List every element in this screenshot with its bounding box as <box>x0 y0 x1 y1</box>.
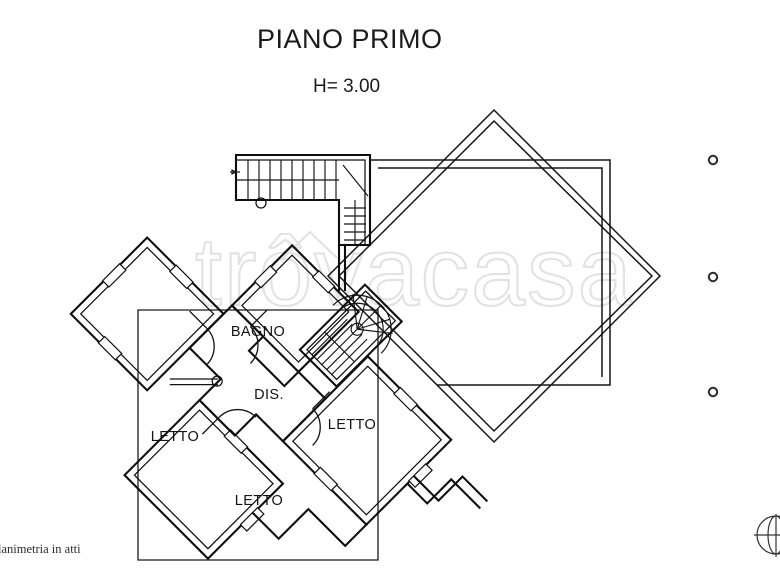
apartment-walls <box>69 236 489 561</box>
room-label-letto-right: LETTO <box>328 417 376 433</box>
north-compass-icon <box>754 514 780 557</box>
page-title: PIANO PRIMO <box>257 24 443 54</box>
room-letto-left-walls <box>69 236 226 392</box>
window <box>311 269 336 294</box>
room-disimpegno-walls <box>188 303 327 443</box>
room-label-disimpegno: DIS. <box>254 387 284 403</box>
window <box>313 466 339 492</box>
punch-holes <box>707 154 719 398</box>
window <box>97 335 123 361</box>
room-label-letto-bottom: LETTO <box>235 493 283 509</box>
punch-hole <box>707 271 719 283</box>
window <box>393 386 419 412</box>
door-corridor <box>169 375 223 387</box>
window <box>168 264 194 290</box>
footnote-planimetria: lanimetria in atti <box>0 542 81 556</box>
window <box>239 506 265 532</box>
window <box>407 462 433 489</box>
door-letto-right <box>312 391 331 446</box>
door-letto-bottom <box>201 408 257 435</box>
window <box>223 429 249 455</box>
room-label-bagno: BAGNO <box>231 324 285 340</box>
punch-hole <box>707 154 719 166</box>
page-subtitle: H= 3.00 <box>313 76 380 97</box>
door-letto-left <box>189 310 215 366</box>
roof-diamond-outline <box>326 108 662 444</box>
window <box>253 265 278 289</box>
lot-boundary <box>137 309 379 561</box>
straight-stair <box>230 153 372 292</box>
room-label-letto-left: LETTO <box>151 429 199 445</box>
punch-hole <box>707 386 719 398</box>
room-letto-bottom-walls <box>123 398 285 561</box>
door-bagno <box>249 309 268 364</box>
watermark-roof-mark <box>282 230 338 259</box>
window <box>101 262 127 288</box>
